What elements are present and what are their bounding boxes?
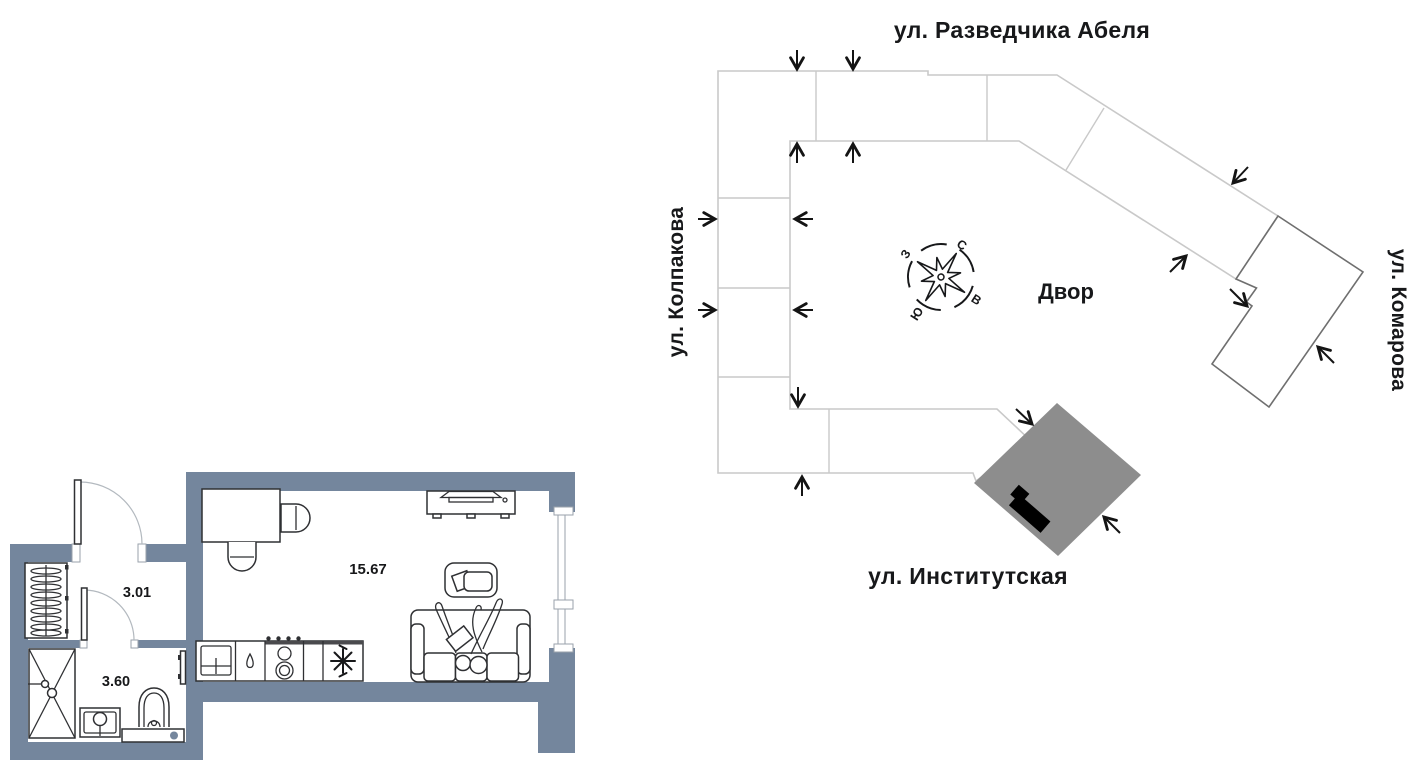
floor-plan: 3.01 3.60 15.67 xyxy=(10,472,575,760)
compass-east-label: В xyxy=(969,292,984,309)
street-left-label: ул. Колпакова xyxy=(665,207,688,358)
wardrobe xyxy=(24,562,69,639)
building-outline xyxy=(717,70,1280,483)
compass-south-label: Ю xyxy=(908,305,927,324)
street-top-label: ул. Разведчика Абеля xyxy=(894,17,1150,43)
washer-shelf xyxy=(121,728,185,743)
hallway-area-label: 3.01 xyxy=(123,585,151,601)
compass-west-label: З xyxy=(898,247,914,261)
kitchen-counter xyxy=(195,636,364,682)
komarova-building xyxy=(1210,214,1365,409)
towel-rail xyxy=(178,650,187,685)
stove xyxy=(266,636,301,680)
highlighted-building xyxy=(974,403,1141,556)
bathroom-area-label: 3.60 xyxy=(102,674,130,690)
tv-stand xyxy=(426,490,516,519)
walls xyxy=(10,472,575,760)
dining-table xyxy=(201,488,311,572)
toilet xyxy=(138,687,170,728)
building-divisions xyxy=(718,71,1105,473)
entrance-arrows xyxy=(698,50,1335,534)
shower xyxy=(28,648,76,739)
street-right-label: ул. Комарова xyxy=(1387,249,1410,391)
living-room-area-label: 15.67 xyxy=(349,561,387,578)
window xyxy=(553,506,574,653)
street-bottom-label: ул. Институтская xyxy=(868,563,1068,589)
kitchen-sink xyxy=(200,645,232,676)
site-plan: С В З Ю ул. Разведчика Абеля ул. Институ… xyxy=(665,17,1410,589)
compass-icon: С В З Ю xyxy=(898,237,984,324)
drop-icon xyxy=(246,652,254,669)
courtyard-label: Двор xyxy=(1038,279,1094,304)
coffee-table xyxy=(444,562,498,598)
apartment-unit-marker xyxy=(1008,484,1051,533)
entry-door xyxy=(71,479,147,563)
compass-north-label: С xyxy=(954,237,969,254)
bathroom-door xyxy=(79,587,139,649)
sofa xyxy=(410,598,531,683)
snowflake-icon xyxy=(330,644,356,678)
bathroom-sink xyxy=(79,707,121,738)
person-illustration xyxy=(434,598,504,675)
